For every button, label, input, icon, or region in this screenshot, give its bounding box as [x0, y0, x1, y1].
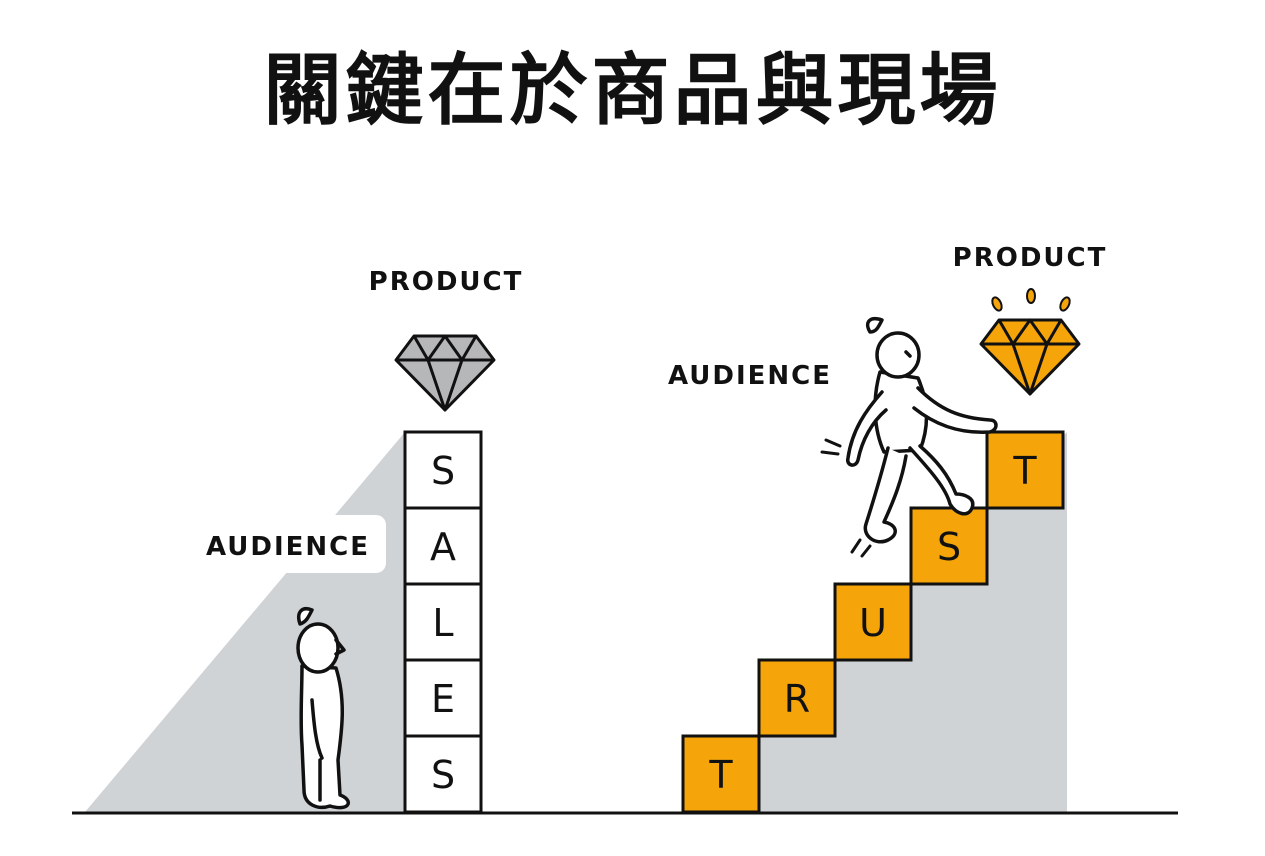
left-product-label: PRODUCT: [369, 267, 524, 297]
sales-block: S: [403, 430, 483, 510]
motion-lines-icon: [820, 438, 872, 558]
block-letter: S: [431, 753, 455, 797]
left-shadow: [85, 432, 405, 812]
trust-block: S: [909, 506, 989, 586]
block-letter: E: [431, 677, 455, 721]
block-letter: R: [784, 677, 810, 721]
trust-block: T: [681, 734, 761, 814]
block-letter: L: [432, 601, 453, 645]
left-audience-bubble: [190, 515, 386, 573]
right-product-label: PRODUCT: [953, 243, 1108, 273]
sales-block: S: [403, 734, 483, 814]
climbing-person-icon: [846, 317, 998, 544]
trust-stairs: T R U S T: [681, 430, 1065, 814]
block-letter: U: [859, 601, 887, 645]
sales-block: E: [403, 658, 483, 738]
left-scene: AUDIENCE PRODUCT S A L: [85, 267, 524, 814]
block-letter: S: [937, 525, 961, 569]
block-letter: T: [1012, 449, 1037, 493]
block-letter: S: [431, 449, 455, 493]
trust-block: T: [985, 430, 1065, 510]
sparkle-icon: [991, 288, 1071, 312]
sales-stack: S A L E S: [403, 430, 483, 814]
block-letter: A: [430, 525, 456, 569]
trust-block: U: [833, 582, 913, 662]
sales-block: A: [403, 506, 483, 586]
page-title: 關鍵在於商品與現場: [263, 46, 1002, 136]
left-diamond-icon: [394, 334, 496, 412]
left-audience-label: AUDIENCE: [206, 532, 370, 562]
block-letter: T: [708, 753, 733, 797]
standing-person-icon: [296, 607, 350, 810]
right-audience-label: AUDIENCE: [668, 361, 832, 391]
right-diamond-icon: [979, 318, 1081, 396]
trust-block: R: [757, 658, 837, 738]
sales-block: L: [403, 582, 483, 662]
right-scene: PRODUCT AUDIENCE T R: [668, 243, 1108, 814]
